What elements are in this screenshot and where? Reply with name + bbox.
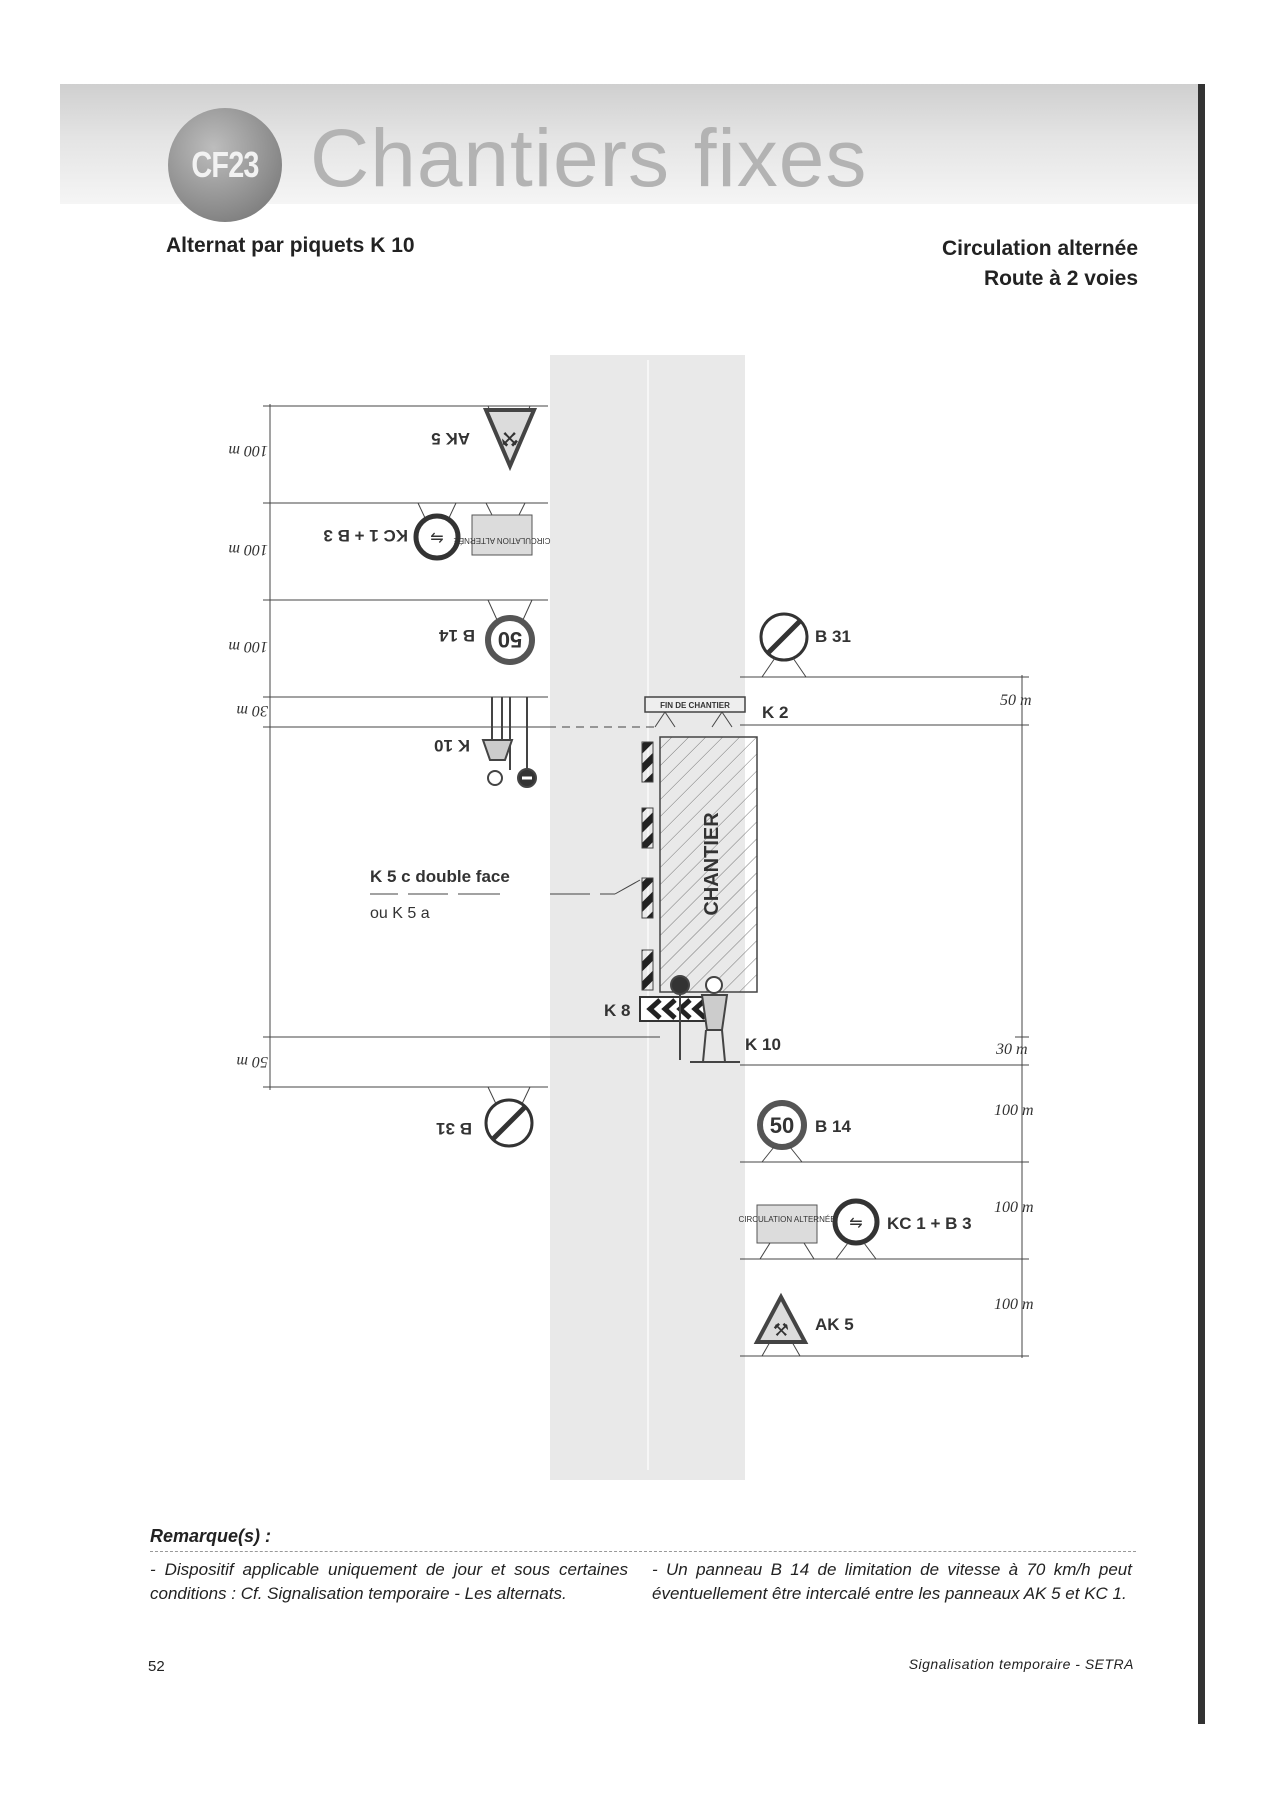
left-kc1-b3-signs: ⇋ CIRCULATION ALTERNÉE <box>413 502 551 561</box>
left-label-k10: K 10 <box>434 736 470 755</box>
k5c-leader-lines <box>370 879 641 895</box>
right-distance-3: 100 m <box>994 1102 1034 1119</box>
left-circulation-alternee-label: CIRCULATION ALTERNÉE <box>453 536 550 545</box>
no-overtaking-icon: ⇋ <box>430 530 443 547</box>
right-heading-line1: Circulation alternée <box>941 237 1138 260</box>
right-heading: Circulation alternée Route à 2 voies <box>942 234 1138 294</box>
left-distance-1: 100 m <box>228 442 268 459</box>
left-b31-sign <box>484 1086 534 1148</box>
left-distance-4: 30 m <box>236 702 269 719</box>
left-label-ak5: AK 5 <box>431 429 470 448</box>
left-label-b14: B 14 <box>439 626 475 645</box>
page-number: 52 <box>148 1658 165 1675</box>
left-distance-5: 50 m <box>236 1053 268 1070</box>
right-heading-line2: Route à 2 voies <box>983 267 1138 290</box>
right-guide-lines <box>740 676 1025 1357</box>
footer-source: Signalisation temporaire - SETRA <box>908 1656 1134 1672</box>
right-dimension-line <box>1015 675 1029 1358</box>
right-label-k8: K 8 <box>604 1001 630 1020</box>
k2-sign-text: FIN DE CHANTIER <box>660 701 730 710</box>
left-distance-3: 100 m <box>228 638 268 655</box>
right-b31-sign <box>759 612 809 678</box>
right-distance-4: 100 m <box>994 1199 1034 1216</box>
right-circulation-alternee-label: CIRCULATION ALTERNÉE <box>738 1215 835 1224</box>
section-badge-label: CF23 <box>191 144 259 185</box>
right-ak5-sign: ⚒ <box>753 1292 809 1357</box>
right-label-b31: B 31 <box>815 627 851 646</box>
left-speed-limit-value: 50 <box>498 627 522 652</box>
left-k10-flagger <box>481 697 537 788</box>
right-distance-1: 50 m <box>1000 692 1032 709</box>
k8-chevron-panel <box>639 996 709 1022</box>
k2-sign: FIN DE CHANTIER <box>644 696 746 728</box>
right-distance-5: 100 m <box>994 1296 1034 1313</box>
remarks-divider <box>150 1551 1136 1552</box>
work-zone-label: CHANTIER <box>701 812 723 916</box>
roadwork-worker-icon: ⚒ <box>501 427 519 449</box>
k5c-label: K 5 c double face <box>370 867 510 886</box>
right-label-k10: K 10 <box>745 1035 781 1054</box>
k5c-cones <box>641 741 654 991</box>
work-zone <box>659 736 758 993</box>
right-roadwork-worker-icon: ⚒ <box>773 1320 789 1340</box>
left-b14-sign: 50 <box>485 599 535 665</box>
section-badge: CF23 <box>168 108 282 222</box>
page-title: Chantiers fixes <box>310 113 868 204</box>
right-margin-rule <box>1198 84 1205 1724</box>
remark-left: - Dispositif applicable uniquement de jo… <box>150 1560 628 1603</box>
left-label-kc1-b3: KC 1 + B 3 <box>323 526 408 545</box>
right-distance-2: 30 m <box>995 1041 1028 1058</box>
right-kc1-b3-signs: CIRCULATION ALTERNÉE ⇋ <box>738 1198 880 1260</box>
k5a-label: ou K 5 a <box>370 905 430 922</box>
left-distance-2: 100 m <box>228 541 268 558</box>
right-no-overtaking-icon: ⇋ <box>849 1215 862 1232</box>
remarks-title: Remarque(s) : <box>150 1526 272 1546</box>
right-label-b14: B 14 <box>815 1117 851 1136</box>
remark-right: - Un panneau B 14 de limitation de vites… <box>652 1560 1132 1603</box>
left-ak5-sign: ⚒ <box>482 405 538 472</box>
left-dimension-line <box>263 404 277 1090</box>
right-k10-flagger <box>670 975 740 1063</box>
right-speed-limit-value: 50 <box>770 1113 794 1138</box>
right-label-k2: K 2 <box>762 703 788 722</box>
left-heading: Alternat par piquets K 10 <box>166 234 415 257</box>
left-label-b31: B 31 <box>436 1119 472 1138</box>
right-b14-sign: 50 <box>757 1100 807 1163</box>
right-label-ak5: AK 5 <box>815 1315 854 1334</box>
right-label-kc1-b3: KC 1 + B 3 <box>887 1214 972 1233</box>
